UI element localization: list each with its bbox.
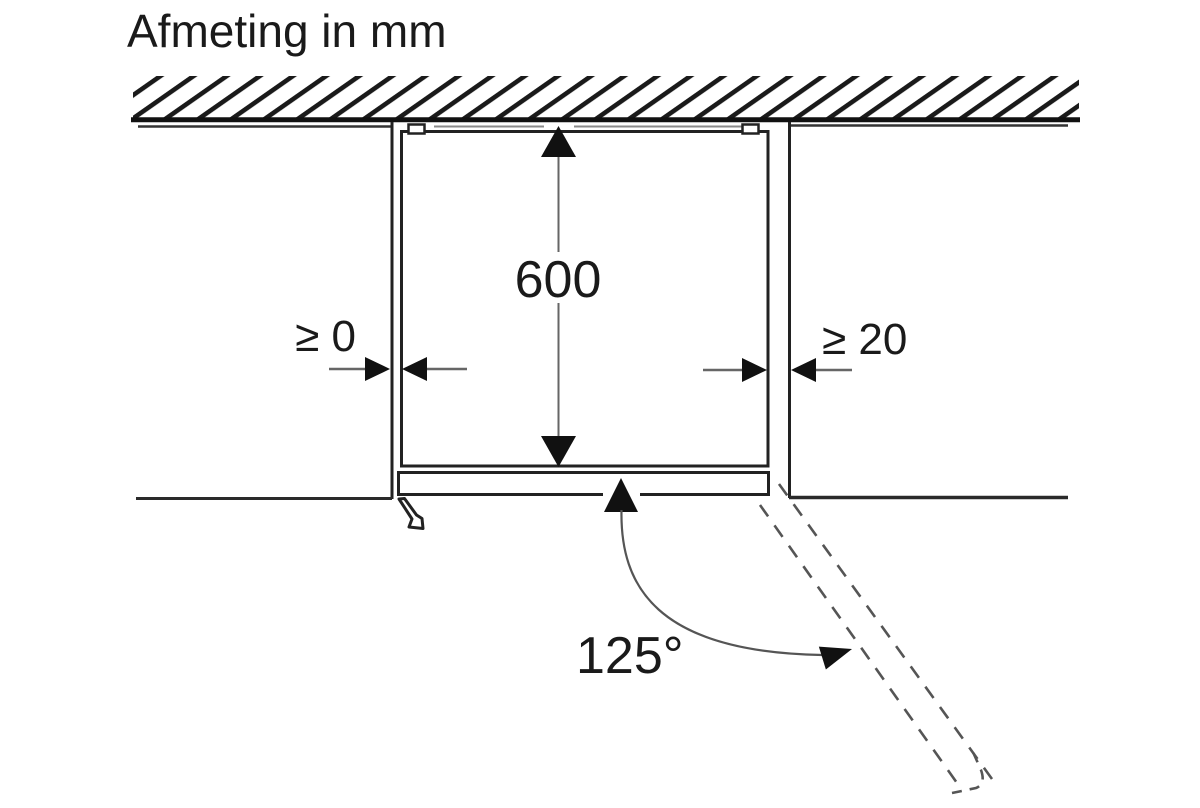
dimension-left-clearance: ≥ 0 [295,312,467,381]
open-door-end-cap [951,751,984,795]
door-angle-label: 125° [576,627,684,685]
page-title: Afmeting in mm [127,5,447,57]
right-clearance-arrow-right-icon [742,358,767,382]
dimension-right-clearance: ≥ 20 [703,315,907,382]
swing-arrowhead-up-icon [604,478,638,512]
door-swing: 125° [576,478,994,795]
appliance-outline [400,130,770,468]
left-clearance-arrow-right-icon [365,357,390,381]
right-clearance-label: ≥ 20 [822,315,907,364]
swing-arrowhead-end-icon [818,646,852,670]
dimension-depth: 600 [515,126,602,467]
depth-arrowhead-down-icon [541,436,576,467]
door-slab [397,471,770,496]
depth-arrowhead-up-icon [541,126,576,157]
hinge-pin-right [741,123,760,135]
wall [131,76,1080,128]
open-door-outer-edge [777,483,994,780]
depth-label: 600 [515,251,602,309]
hinge-foot [397,497,425,530]
niche [136,122,1068,500]
hinge-pin-left [407,123,426,135]
swing-arc [620,509,823,657]
left-clearance-arrow-left-icon [402,357,427,381]
appliance-body [400,123,770,468]
left-clearance-label: ≥ 0 [295,312,356,361]
open-door-inner-edge [758,504,964,791]
right-clearance-arrow-left-icon [791,358,816,382]
appliance-door-closed [397,471,770,530]
wall-hatching [133,76,1079,118]
